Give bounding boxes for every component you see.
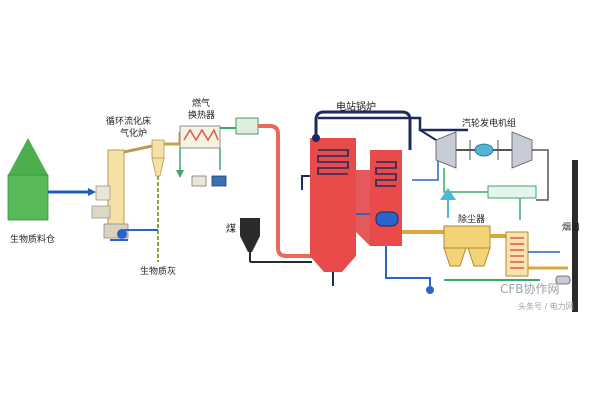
boiler-bottom-loop (385, 246, 431, 286)
biomass-silo (7, 138, 49, 221)
label-silo: 生物质料仓 (10, 233, 55, 245)
cfb-gasifier (91, 139, 165, 262)
watermark-brand: CFB协作网 (500, 281, 560, 296)
syngas-line (164, 132, 182, 146)
label-turbine: 汽轮发电机组 (462, 117, 516, 129)
label-gas-2: 换热器 (188, 109, 215, 121)
chimney (572, 160, 578, 312)
fan-icon (555, 275, 571, 285)
boiler-water-return (301, 175, 310, 190)
label-chimney: 烟囱 (562, 221, 580, 233)
deaerator-icon (440, 188, 456, 200)
label-cfb-2: 气化炉 (120, 127, 147, 139)
steam-feed-line (412, 150, 439, 181)
label-dust: 除尘器 (458, 213, 485, 225)
gas-heat-exchanger (176, 125, 227, 187)
hot-gas-duct (258, 124, 312, 258)
label-coal: 煤 (226, 222, 236, 235)
watermark-source: 头条号 / 电力网 (518, 301, 574, 311)
label-gas-1: 燃气 (192, 97, 210, 109)
turbine-steam-in (419, 129, 437, 141)
label-ash: 生物质灰 (140, 265, 176, 277)
turbine-generator (435, 131, 533, 169)
turbine-exhaust-right (532, 149, 549, 201)
coal-hopper (240, 218, 312, 263)
feedwater-heater (487, 185, 537, 199)
label-cfb-1: 循环流化床 (106, 115, 151, 127)
pump-icon (426, 286, 434, 294)
gas-fan (235, 117, 259, 135)
flue-economizer (505, 231, 529, 277)
condensate-line (443, 168, 521, 220)
silo-feed-arrow (88, 188, 96, 196)
label-boiler: 电站锅炉 (336, 100, 376, 113)
power-boiler (310, 110, 468, 286)
dust-collector (443, 225, 491, 267)
